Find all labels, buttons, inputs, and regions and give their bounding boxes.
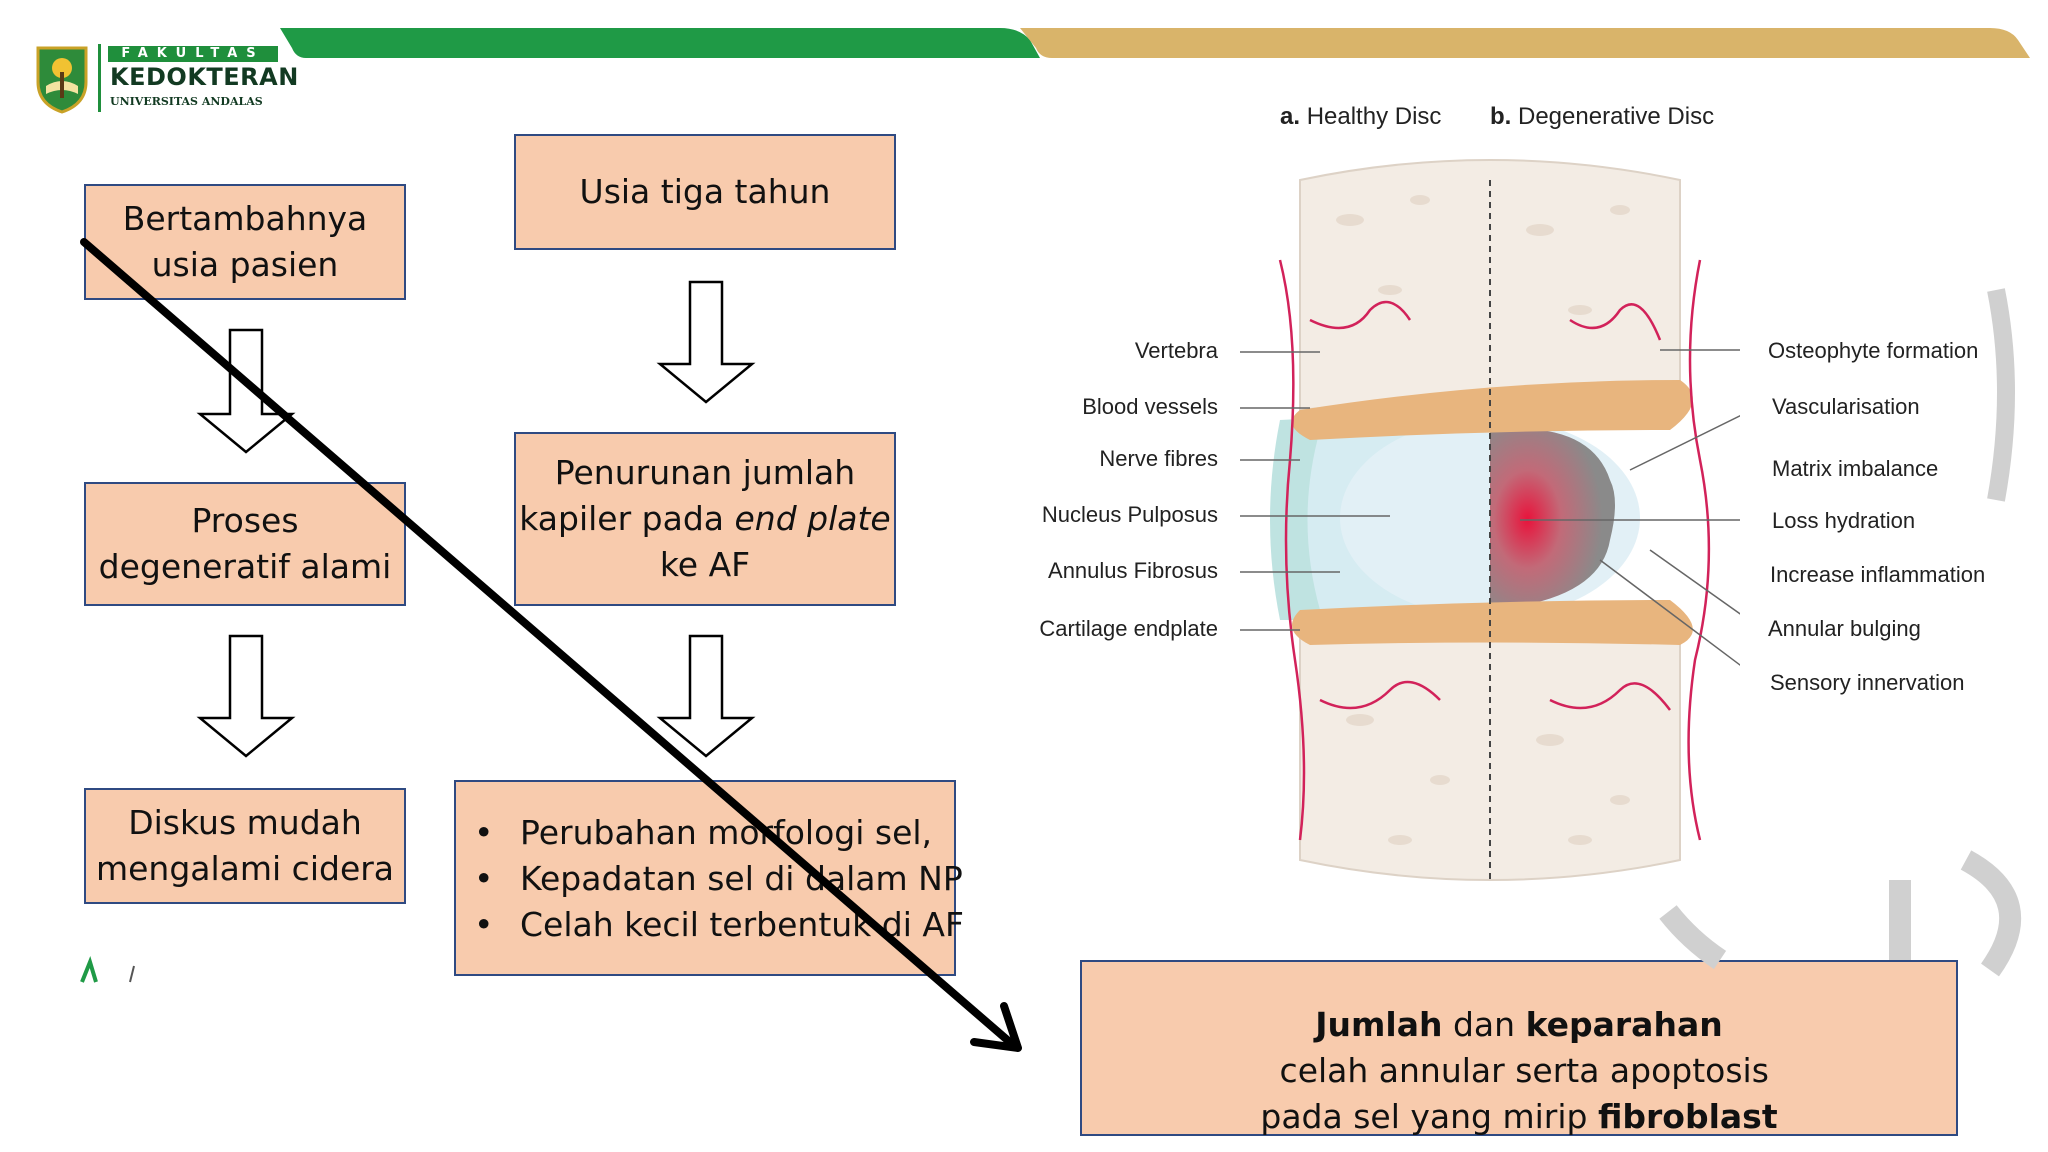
label-matrix-imbalance: Matrix imbalance — [1772, 456, 1939, 481]
header-band — [280, 28, 2030, 58]
figure-heading-degenerative-text: Degenerative Disc — [1518, 103, 1715, 130]
flow-box-capillary-line3: ke AF — [659, 545, 751, 584]
label-blood-vessels: Blood vessels — [1082, 394, 1218, 419]
result-text-annular: celah annular serta apoptosis — [1269, 1051, 1769, 1090]
label-nucleus-pulposus: Nucleus Pulposus — [1041, 502, 1218, 527]
flow-box-capillary: Penurunan jumlah kapiler pada end plate … — [514, 432, 896, 606]
flow-box-age-line1: Bertambahnya — [122, 199, 368, 238]
figure-heading-healthy-text: Healthy Disc — [1306, 103, 1442, 130]
result-bold-fibroblast: fibroblast — [1597, 1097, 1778, 1136]
capillary-prefix: kapiler pada — [519, 499, 735, 538]
label-vascularisation: Vascularisation — [1772, 394, 1920, 419]
flow-box-morphology: Perubahan morfologi sel, Kepadatan sel d… — [454, 780, 964, 976]
label-cartilage-endplate: Cartilage endplate — [1039, 616, 1218, 641]
logo-sub-text: UNIVERSITAS ANDALAS — [110, 95, 263, 108]
flow-box-age-line2: usia pasien — [151, 245, 339, 284]
flow-box-result: Jumlah dan keparahan celah annular serta… — [1080, 960, 1958, 1136]
label-annulus-fibrosus: Annulus Fibrosus — [1048, 558, 1218, 583]
flow-box-capillary-line2: kapiler pada end plate — [519, 496, 890, 542]
flow-box-capillary-line1: Penurunan jumlah — [554, 453, 856, 492]
figure-heading-degenerative-letter: b. — [1490, 103, 1512, 130]
result-bold-jumlah: Jumlah — [1315, 1005, 1443, 1044]
result-line1: Jumlah dan keparahan celah annular serta… — [1082, 1002, 1956, 1094]
flow-box-injury: Diskus mudah mengalami cidera — [84, 788, 406, 904]
figure-heading-healthy-letter: a. — [1280, 103, 1301, 130]
figure-heading-healthy: a. Healthy Disc — [1280, 103, 1441, 131]
result-text-dan: dan — [1442, 1005, 1526, 1044]
flow-box-age: Bertambahnya usia pasien — [84, 184, 406, 300]
label-nerve-fibres: Nerve fibres — [1099, 446, 1218, 471]
flow-box-three-years-text: Usia tiga tahun — [579, 172, 831, 211]
faculty-logo: FAKULTAS KEDOKTERAN UNIVERSITAS ANDALAS — [34, 40, 298, 120]
down-arrow-icon — [656, 280, 756, 404]
flow-box-degenerative-line2: degeneratif alami — [98, 547, 392, 586]
bullet-item: Perubahan morfologi sel, — [474, 810, 954, 856]
down-arrow-icon — [196, 634, 296, 758]
logo-divider — [98, 44, 101, 112]
flow-box-degenerative: Proses degeneratif alami — [84, 482, 406, 606]
label-increase-inflammation: Increase inflammation — [1770, 562, 1986, 587]
down-arrow-icon — [196, 328, 296, 454]
result-line2: pada sel yang mirip fibroblast — [1082, 1094, 1956, 1140]
label-osteophyte-formation: Osteophyte formation — [1768, 338, 1979, 363]
label-vertebra: Vertebra — [1134, 338, 1218, 363]
disc-illustration — [1240, 159, 1740, 881]
flow-box-injury-line2: mengalami cidera — [95, 849, 395, 888]
label-annular-bulging: Annular bulging — [1768, 616, 1921, 641]
logo-main-text: KEDOKTERAN — [110, 63, 299, 91]
label-loss-hydration: Loss hydration — [1772, 508, 1916, 533]
emblem-icon — [36, 46, 88, 114]
result-bold-keparahan: keparahan — [1525, 1005, 1723, 1044]
flow-box-three-years: Usia tiga tahun — [514, 134, 896, 250]
result-text-sel: pada sel yang mirip — [1260, 1097, 1598, 1136]
down-arrow-icon — [656, 634, 756, 758]
capillary-italic: end plate — [734, 499, 891, 538]
logo-top-text: FAKULTAS — [108, 46, 278, 62]
figure-heading-degenerative: b. Degenerative Disc — [1490, 103, 1714, 131]
label-sensory-innervation: Sensory innervation — [1770, 670, 1965, 695]
diagonal-arrow-icon — [80, 238, 1022, 1052]
bullet-item: Kepadatan sel di dalam NP — [474, 856, 963, 902]
flow-box-injury-line1: Diskus mudah — [128, 803, 362, 842]
flow-box-degenerative-line1: Proses — [191, 501, 299, 540]
